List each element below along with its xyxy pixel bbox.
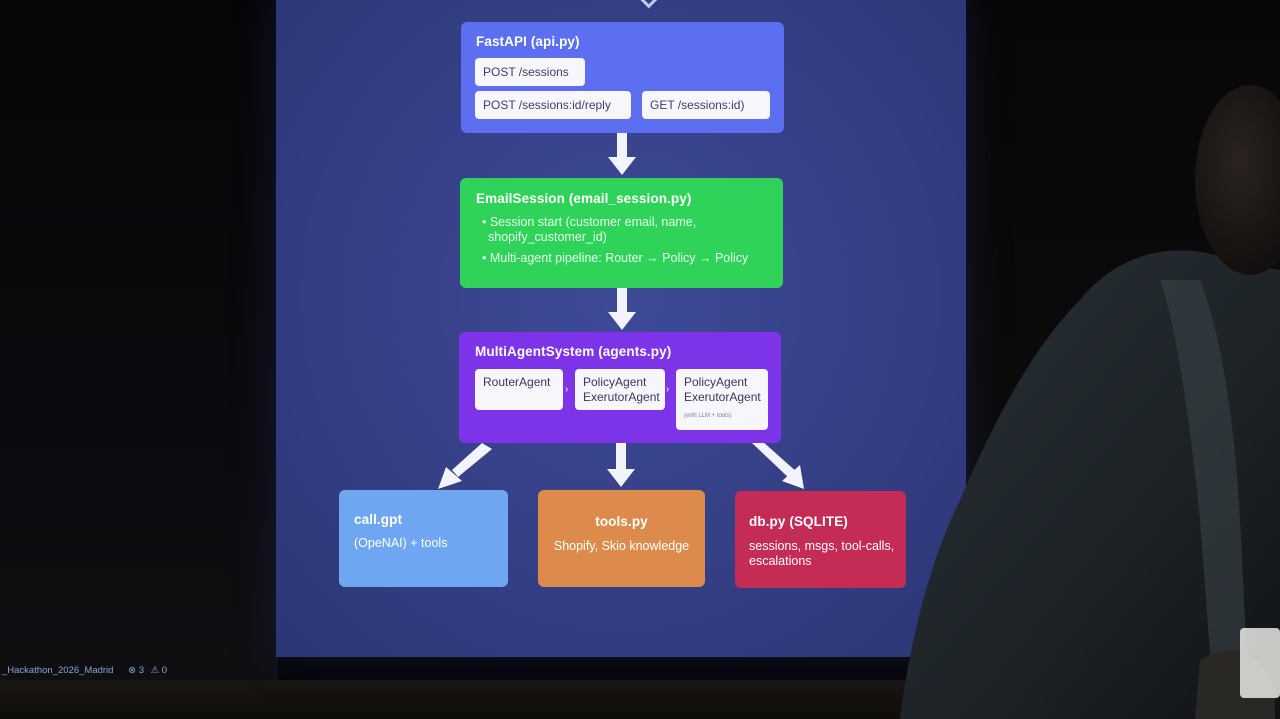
call-llm-desc: (OpeNAI) + tools bbox=[354, 536, 448, 550]
agent-label: RouterAgent bbox=[483, 375, 551, 389]
endpoint-post-sessions: POST /sessions bbox=[475, 58, 585, 86]
db-title: db.py (SQLITE) bbox=[749, 514, 848, 529]
room-background-left bbox=[0, 0, 278, 719]
multi-agent-title: MultiAgentSystem (agents.py) bbox=[475, 344, 672, 359]
multi-agent-box: MultiAgentSystem (agents.py) RouterAgent… bbox=[459, 332, 781, 443]
email-session-bullet: shopify_customer_id) bbox=[488, 230, 607, 244]
email-session-box: EmailSession (email_session.py) • Sessio… bbox=[460, 178, 783, 288]
db-desc: sessions, msgs, tool-calls, bbox=[749, 539, 895, 553]
agent-label: ExerutorAgent bbox=[583, 390, 660, 404]
arrow-down-left-icon bbox=[452, 443, 492, 477]
policy-executor-agent-llm: PolicyAgent ExerutorAgent (with LLM + to… bbox=[676, 369, 768, 430]
email-session-title: EmailSession (email_session.py) bbox=[476, 191, 692, 206]
error-count: ⊗ 3 bbox=[128, 665, 144, 676]
agent-label: PolicyAgent bbox=[684, 375, 748, 389]
arrow-down-left-icon bbox=[438, 467, 462, 489]
agent-note: (with LLM + tools) bbox=[684, 413, 732, 419]
db-desc: escalations bbox=[749, 554, 812, 568]
arrow-down-icon bbox=[607, 469, 635, 487]
arrow-right-icon: › bbox=[666, 384, 670, 395]
arrow-down-right-icon bbox=[752, 443, 798, 479]
tools-box: tools.py Shopify, Skio knowledge bbox=[538, 490, 705, 587]
lanyard-badge bbox=[1240, 628, 1280, 698]
db-box: db.py (SQLITE) sessions, msgs, tool-call… bbox=[735, 491, 906, 588]
branch-arrows bbox=[438, 443, 804, 489]
arrow-down-icon bbox=[608, 288, 636, 330]
fastapi-title: FastAPI (api.py) bbox=[476, 34, 580, 49]
arrow-down-right-icon bbox=[782, 465, 804, 489]
tools-desc: Shopify, Skio knowledge bbox=[553, 539, 690, 553]
arrow-down-icon bbox=[616, 443, 626, 471]
endpoint-post-reply: POST /sessions:id/reply bbox=[475, 91, 631, 119]
call-llm-box: call.gpt (OpeNAI) + tools bbox=[339, 490, 508, 587]
project-name: _Hackathon_2026_Madrid bbox=[2, 665, 114, 676]
agent-label: PolicyAgent bbox=[583, 375, 647, 389]
email-session-bullet: • Session start (customer email, name, bbox=[482, 215, 697, 229]
router-agent: RouterAgent bbox=[475, 369, 563, 410]
call-llm-title: call.gpt bbox=[354, 512, 403, 527]
stage-floor bbox=[0, 680, 1280, 719]
agent-label: ExerutorAgent bbox=[684, 390, 761, 404]
tools-title: tools.py bbox=[595, 514, 648, 529]
email-session-bullet: • Multi-agent pipeline: Router → Policy … bbox=[482, 251, 749, 265]
endpoint-get-session: GET /sessions:id) bbox=[642, 91, 770, 119]
warning-count: ⚠ 0 bbox=[150, 665, 168, 676]
room-background-right bbox=[962, 0, 1280, 719]
fastapi-box: FastAPI (api.py) POST /sessions POST /se… bbox=[461, 22, 784, 133]
arrow-down-icon bbox=[608, 133, 636, 175]
policy-executor-agent: PolicyAgent ExerutorAgent bbox=[575, 369, 665, 410]
arrow-right-icon: › bbox=[565, 384, 569, 395]
editor-status-bar: _Hackathon_2026_Madrid ⊗ 3 ⚠ 0 bbox=[0, 665, 230, 681]
